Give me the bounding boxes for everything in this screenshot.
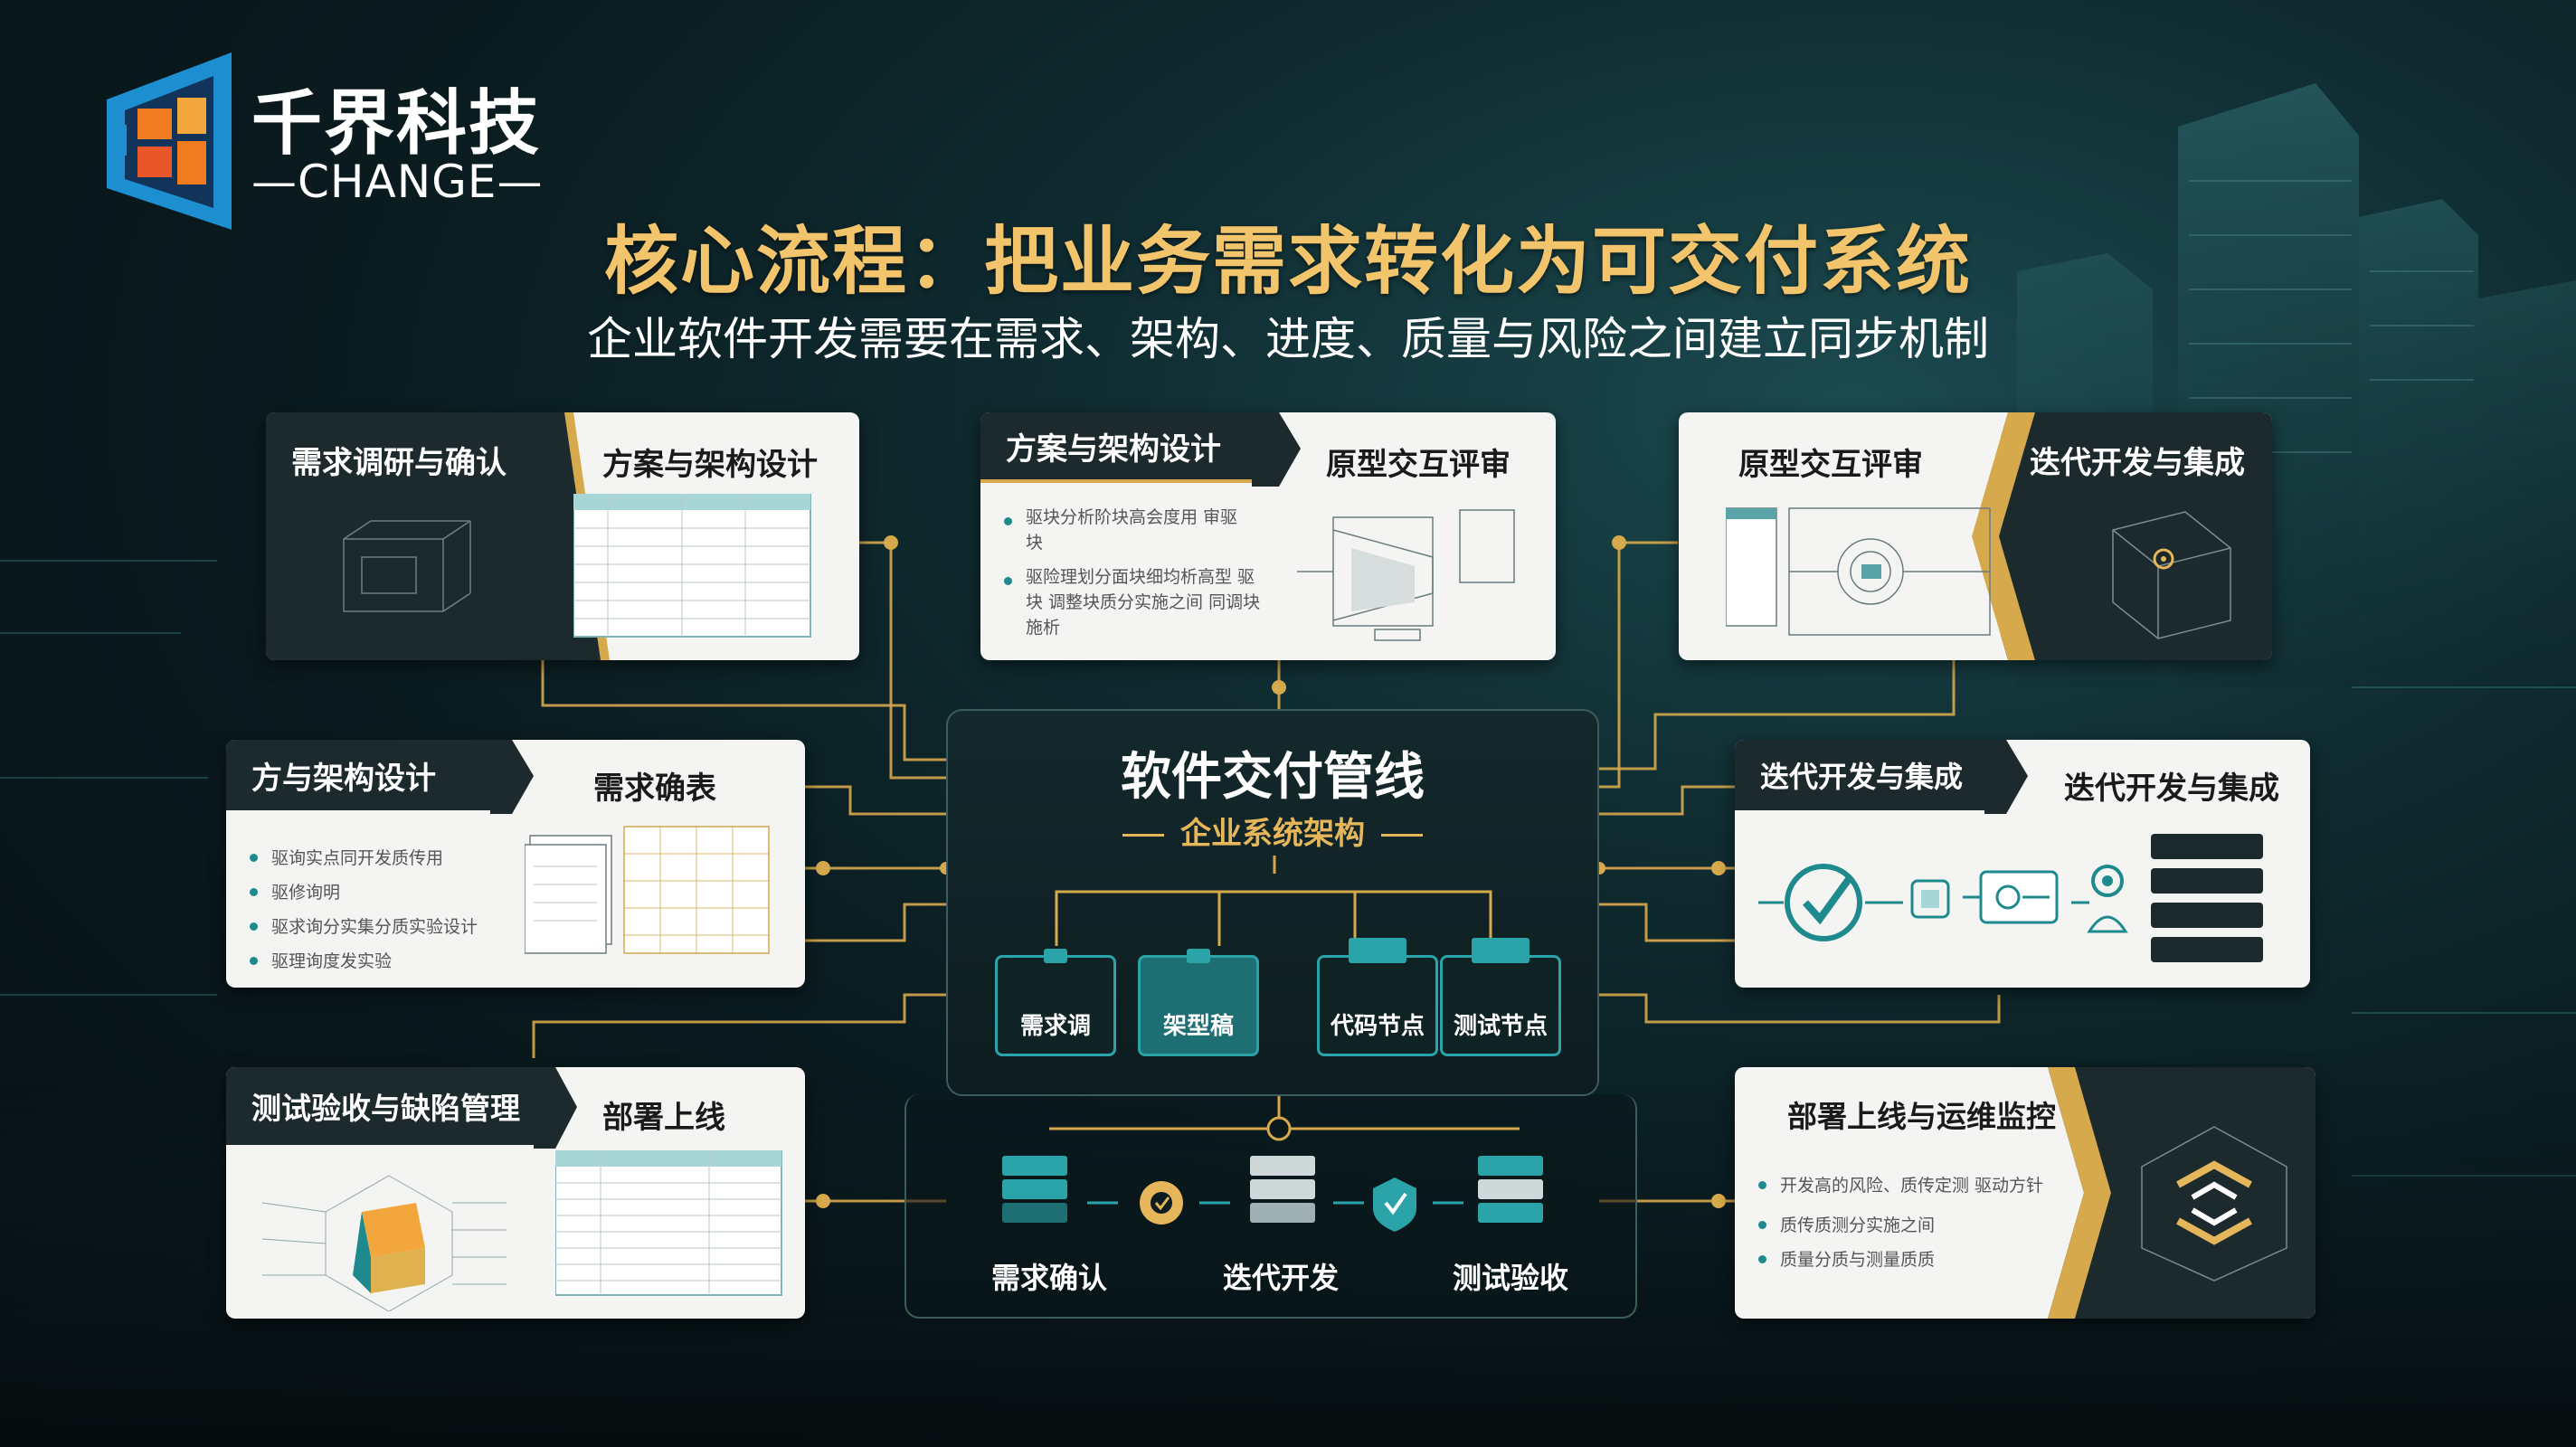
card-testing-acceptance[interactable]: 测试验收与缺陷管理 部署上线 — [226, 1067, 805, 1319]
hub-node-code[interactable]: 代码节点 — [1317, 938, 1438, 1056]
hub-node-requirements[interactable]: 需求调 — [995, 949, 1116, 1056]
ribbon-tip-shape — [534, 1067, 577, 1149]
server-stack-icon — [1002, 1156, 1067, 1223]
node-label: 架型稿 — [1162, 1013, 1234, 1040]
card-ribbon: 方案与架构设计 — [980, 412, 1261, 483]
logo-mark-icon — [107, 52, 232, 230]
wireframe-illustration-icon — [343, 520, 471, 612]
hub-branch-lines — [1055, 856, 1492, 946]
card-ribbon-label: 方案与架构设计 — [1006, 430, 1221, 468]
list-item: 驱求询分实集分质实验设计 — [246, 910, 478, 944]
card-ribbon-label: 测试验收与缺陷管理 — [251, 1091, 520, 1126]
hexagon-cube-icon — [262, 1175, 507, 1311]
card-right-label: 迭代开发与集成 — [2064, 771, 2279, 807]
brand-logo: 千界科技 —CHANGE— — [107, 52, 559, 233]
pipeline-stage-testing: 测试验收 — [1453, 1261, 1569, 1295]
card-ribbon-label: 迭代开发与集成 — [2030, 445, 2245, 481]
list-item: 驱块分析阶块高会度用 审驱块 — [1000, 505, 1254, 555]
flow-icon — [1963, 870, 2059, 924]
server-stack-icon — [1250, 1156, 1315, 1223]
floorplan-illustration-icon — [1297, 509, 1515, 641]
card-right-label: 部署上线 — [602, 1100, 725, 1136]
table-illustration-icon — [555, 1150, 782, 1296]
card-iterative-dev[interactable]: 迭代开发与集成 迭代开发与集成 — [1735, 740, 2310, 988]
brand-name-en: —CHANGE— — [251, 156, 544, 208]
list-item: 驱询实点同开发质传用 — [246, 841, 478, 875]
card-plan-design[interactable]: 方与架构设计 需求确表 驱询实点同开发质传用 驱修询明 驱求询分实集分质实验设计… — [226, 740, 805, 988]
card-ribbon-label: 方与架构设计 — [251, 760, 436, 797]
hub-node-test[interactable]: 测试节点 — [1440, 938, 1561, 1056]
card-dark-panel — [266, 412, 537, 660]
server-stack-icon — [1478, 1156, 1543, 1223]
page-title: 核心流程：把业务需求转化为可交付系统 — [603, 219, 1972, 305]
ribbon-tip-shape — [490, 740, 534, 814]
card-ribbon-label: 需求调研与确认 — [291, 445, 507, 481]
pipeline-flow — [1002, 1096, 1543, 1232]
page-subtitle: 企业软件开发需要在需求、架构、进度、质量与风险之间建立同步机制 — [587, 313, 1989, 365]
card-deploy-monitoring[interactable]: 部署上线与运维监控 开发高的风险、质传定测 驱动方针 质传质测分实施之间 质量分… — [1735, 1067, 2316, 1319]
status-list-icon — [2151, 834, 2263, 962]
card-ribbon-label: 迭代开发与集成 — [1760, 760, 1964, 794]
brand-name-cn: 千界科技 — [251, 83, 542, 165]
person-icon — [2071, 865, 2128, 933]
card-divider-shape — [1972, 412, 2080, 660]
card-requirement-research[interactable]: 需求调研与确认 方案与架构设计 — [266, 412, 859, 660]
card-ribbon: 测试验收与缺陷管理 — [226, 1067, 539, 1145]
list-item: 驱理询度发实验 — [246, 944, 478, 979]
hub-node-architecture[interactable]: 架型稿 — [1138, 949, 1259, 1056]
card-ribbon-label: 部署上线与运维监控 — [1787, 1099, 2056, 1134]
card-ribbon: 迭代开发与集成 — [1735, 740, 1990, 810]
card-prototype-review[interactable]: 原型交互评审 迭代开发与集成 — [1679, 412, 2272, 660]
list-item: 驱修询明 — [246, 875, 478, 910]
monitoring-cube-icon — [2141, 1126, 2287, 1281]
card-architecture-design[interactable]: 方案与架构设计 原型交互评审 驱块分析阶块高会度用 审驱块 驱险理划分面块细均析… — [980, 412, 1556, 660]
card-bullet-list: 驱询实点同开发质传用 驱修询明 驱求询分实集分质实验设计 驱理询度发实验 — [246, 841, 478, 979]
table-illustration-icon — [573, 494, 811, 638]
code-icon — [1910, 879, 1950, 919]
card-left-label: 原型交互评审 — [1738, 447, 1923, 483]
hub-subtitle: 企业系统架构 — [948, 809, 1597, 853]
card-right-label: 原型交互评审 — [1326, 447, 1511, 483]
list-item: 驱险理划分面块细均析高型 驱块 调整块质分实施之间 同调块施析 — [1000, 564, 1272, 640]
gear-check-icon — [1140, 1181, 1183, 1225]
card-bullet-list: 驱块分析阶块高会度用 审驱块 驱险理划分面块细均析高型 驱块 调整块质分实施之间… — [1000, 505, 1272, 640]
ribbon-tip-shape — [1252, 412, 1301, 487]
blueprint-illustration-icon — [1726, 507, 1991, 636]
card-bullet-list: 开发高的风险、质传定测 驱动方针 质传质测分实施之间 质量分质与测量质质 — [1755, 1168, 2043, 1277]
card-right-label: 方案与架构设计 — [602, 447, 818, 483]
hub-title: 软件交付管线 — [1121, 748, 1425, 807]
node-label: 测试节点 — [1453, 1013, 1548, 1040]
card-divider-shape — [2017, 1067, 2126, 1319]
list-item: 质传质测分实施之间 — [1755, 1208, 2043, 1243]
list-item: 质量分质与测量质质 — [1755, 1243, 2043, 1277]
hub-subtitle-text: 企业系统架构 — [1180, 816, 1365, 852]
pipeline-stage-development: 迭代开发 — [1223, 1261, 1340, 1295]
pipeline-stage-requirements: 需求确认 — [991, 1261, 1108, 1295]
delivery-pipeline-hub: 软件交付管线 企业系统架构 需求调 架型稿 代码节点 测试节点 — [946, 709, 1599, 1096]
card-ribbon: 方与架构设计 — [226, 740, 497, 810]
shield-check-icon — [1373, 1177, 1416, 1232]
list-item: 开发高的风险、质传定测 驱动方针 — [1755, 1168, 2043, 1203]
check-circle-icon — [1758, 864, 1903, 941]
ribbon-tip-shape — [1984, 740, 2028, 814]
node-label: 代码节点 — [1330, 1013, 1425, 1040]
node-label: 需求调 — [1019, 1013, 1091, 1040]
card-right-label: 需求确表 — [593, 771, 716, 807]
spreadsheet-illustration-icon — [525, 826, 770, 954]
cube-location-icon — [2112, 511, 2231, 639]
